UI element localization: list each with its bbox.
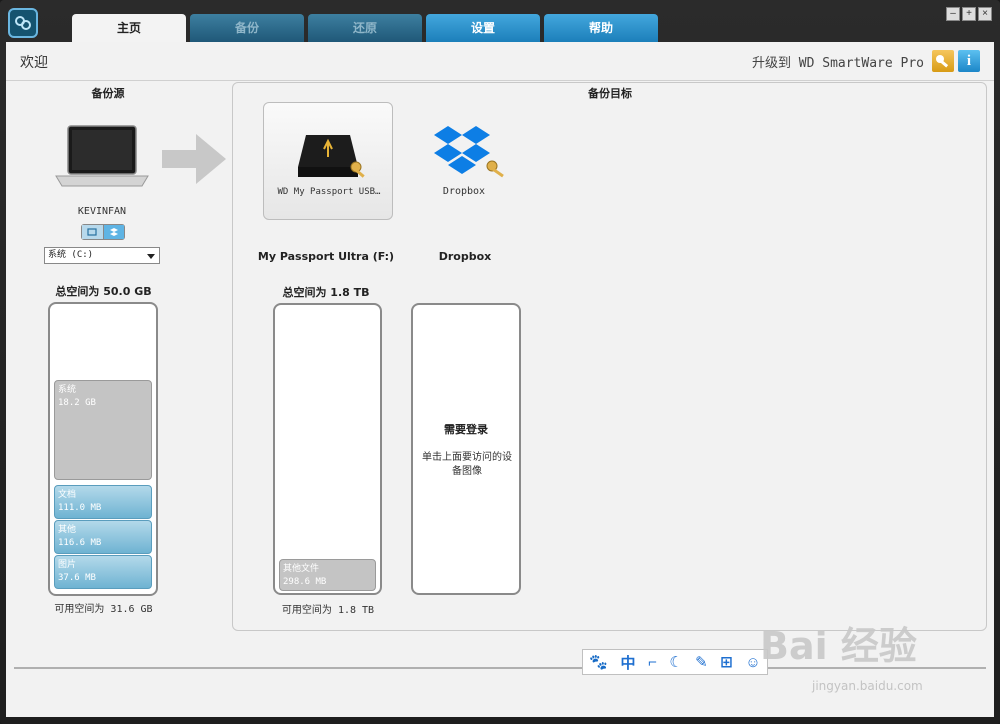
chevron-down-icon [147,254,155,259]
dropbox-name: Dropbox [438,250,492,263]
computer-name: KEVINFAN [77,206,127,217]
login-required-label: 需要登录 [444,423,488,436]
passport-capacity-bar: 其他文件 298.6 MB [273,303,382,595]
tab-backup[interactable]: 备份 [190,14,304,42]
target-title: 备份目标 [588,87,632,100]
device-label: Dropbox [442,186,486,197]
drive-select[interactable]: 系统 (C:) [44,247,160,264]
moon-icon[interactable]: ☾ [669,654,683,671]
baidu-watermark-url: jingyan.baidu.com [812,679,923,693]
ime-toolbar: 🐾 中 ⌐ ☾ ✎ ⊞ ☺ [582,649,768,675]
chinese-mode-button[interactable]: 中 [620,654,636,672]
source-capacity-bar: 系统 18.2 GB 文档 111.0 MB 其他 116.6 MB 图片 37… [48,302,158,596]
tab-home[interactable]: 主页 [72,14,186,42]
backup-target-panel: 备份目标 WD My Passport USB… [232,82,987,631]
device-label: WD My Passport USB… [277,187,381,197]
upgrade-link[interactable]: 升级到 WD SmartWare Pro [751,56,924,71]
welcome-label: 欢迎 [20,55,48,71]
segment-name: 系统 [58,385,77,395]
passport-total-space: 总空间为 1.8 TB [282,286,370,299]
segment-name: 其他文件 [283,564,320,574]
smiley-icon[interactable]: ☺ [745,653,761,671]
grid-icon[interactable]: ⊞ [720,654,733,671]
segment-system[interactable]: 系统 18.2 GB [54,380,152,480]
key-icon[interactable] [932,50,954,72]
segment-name: 其他 [58,525,77,535]
arrow-right-icon [162,134,226,189]
dropbox-capacity-bar: 需要登录 单击上面要访问的设备图像 [411,303,521,595]
source-free-space: 可用空间为 31.6 GB [54,604,153,615]
passport-name: My Passport Ultra (F:) [257,250,395,263]
segment-size: 298.6 MB [283,577,327,587]
segment-size: 116.6 MB [58,538,102,548]
pen-icon[interactable]: ✎ [695,654,708,671]
drive-select-value: 系统 (C:) [48,250,94,260]
bottom-divider [14,667,986,669]
tab-settings[interactable]: 设置 [426,14,540,42]
segment-size: 37.6 MB [58,573,96,583]
dropbox-icon [432,122,512,189]
source-total-space: 总空间为 50.0 GB [55,285,152,298]
maximize-button[interactable]: + [962,7,976,21]
dropbox-source-button[interactable] [103,225,124,239]
device-passport[interactable]: WD My Passport USB… [263,102,393,220]
info-icon[interactable]: i [958,50,980,72]
main-content: 欢迎 升级到 WD SmartWare Pro i 备份源 KEVINFAN [6,42,994,717]
source-type-toggle [81,224,125,240]
segment-pictures[interactable]: 图片 37.6 MB [54,555,152,589]
segment-size: 111.0 MB [58,503,102,513]
header-divider [6,80,994,81]
punctuation-icon[interactable]: ⌐ [647,653,657,671]
hard-drive-icon [296,127,368,188]
segment-other-files[interactable]: 其他文件 298.6 MB [279,559,376,591]
paw-icon[interactable]: 🐾 [589,654,608,671]
tab-restore[interactable]: 还原 [308,14,422,42]
tab-help[interactable]: 帮助 [544,14,658,42]
segment-size: 18.2 GB [58,398,96,408]
segment-other[interactable]: 其他 116.6 MB [54,520,152,554]
baidu-watermark: Bai 经验 [760,624,917,668]
passport-free-space: 可用空间为 1.8 TB [281,605,375,616]
laptop-icon[interactable] [54,124,150,195]
wd-logo-icon[interactable] [8,8,38,38]
segment-name: 图片 [58,560,77,570]
segment-name: 文档 [58,490,77,500]
close-button[interactable]: × [978,7,992,21]
minimize-button[interactable]: – [946,7,960,21]
main-tabs: 主页 备份 还原 设置 帮助 [72,14,662,42]
segment-documents[interactable]: 文档 111.0 MB [54,485,152,519]
login-hint: 单击上面要访问的设备图像 [422,452,512,477]
computer-source-button[interactable] [82,225,104,239]
device-dropbox[interactable]: Dropbox [416,102,512,220]
source-title: 备份源 [91,87,125,100]
